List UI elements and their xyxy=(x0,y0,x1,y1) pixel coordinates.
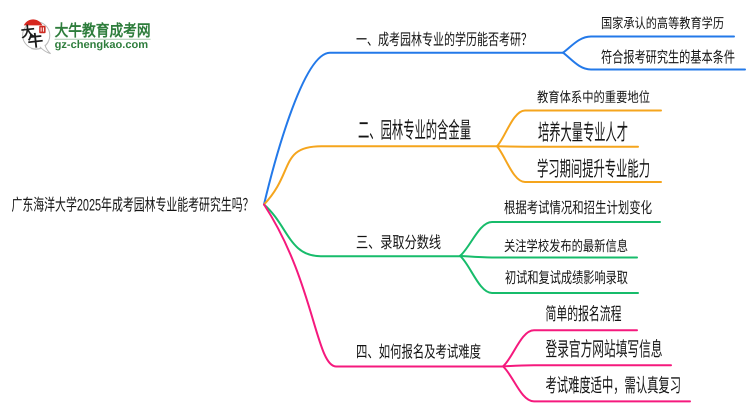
branch-3-link xyxy=(263,203,461,258)
branch-3-child-3-label[interactable]: 初试和复试成绩影响录取 xyxy=(505,269,628,287)
branch-1: 一、成考园林专业的学历能否考研？ 国家承认的高等教育学历 符合报考研究生的基本条… xyxy=(263,16,746,206)
branch-4-child-1-label[interactable]: 简单的报名流程 xyxy=(546,304,622,324)
branch-1-link xyxy=(263,51,564,206)
branch-1-child-1-label[interactable]: 国家承认的高等教育学历 xyxy=(601,16,724,31)
branch-2-title[interactable]: 二、园林专业的含金量 xyxy=(358,118,471,143)
branch-2-child-2-label[interactable]: 培养大量专业人才 xyxy=(538,120,628,145)
branch-4-child-3-link xyxy=(502,365,691,403)
branch-2-link xyxy=(263,145,498,206)
site-logo[interactable]: 大 牛 大牛教育成考网 gz-chengkao.com xyxy=(20,19,151,55)
branch-4-child-2-label[interactable]: 登录官方网站填写信息 xyxy=(546,339,663,361)
logo-site-name[interactable]: 大牛教育成考网 xyxy=(55,22,151,40)
branch-2-child-3-link xyxy=(496,145,662,183)
logo-site-domain[interactable]: gz-chengkao.com xyxy=(55,39,149,51)
branch-3-child-2-link xyxy=(459,254,638,259)
branch-2: 二、园林专业的含金量 教育体系中的重要地位 培养大量专业人才 学习期间提升专业能… xyxy=(263,89,662,206)
logo-mark-top: 大 xyxy=(20,23,36,40)
branch-2-child-3-label[interactable]: 学习期间提升专业能力 xyxy=(537,158,650,181)
logo-bubble-tail xyxy=(39,44,51,55)
branch-4-child-3-label[interactable]: 考试难度适中，需认真复习 xyxy=(546,375,682,397)
branch-4: 四、如何报名及考试难度 简单的报名流程 登录官方网站填写信息 考试难度适中，需认… xyxy=(263,203,691,403)
root-topic[interactable]: 广东海洋大学2025年成考园林专业能考研究生吗？ xyxy=(12,196,254,215)
logo-seal-mark-left xyxy=(40,27,42,32)
branch-2-child-1-link xyxy=(496,109,662,148)
branch-3-child-1-link xyxy=(459,221,661,257)
branch-4-child-2-link xyxy=(502,364,672,368)
branch-1-title[interactable]: 一、成考园林专业的学历能否考研？ xyxy=(356,31,532,49)
branch-3: 三、录取分数线 根据考试情况和招生计划变化 关注学校发布的最新信息 初试和复试成… xyxy=(263,199,661,294)
branch-3-title[interactable]: 三、录取分数线 xyxy=(356,234,441,252)
branch-1-child-1-link xyxy=(562,35,735,54)
branch-2-child-1-label[interactable]: 教育体系中的重要地位 xyxy=(537,89,650,105)
branch-4-title[interactable]: 四、如何报名及考试难度 xyxy=(356,343,481,362)
branch-4-link xyxy=(263,203,504,368)
branch-3-child-2-label[interactable]: 关注学校发布的最新信息 xyxy=(504,238,628,255)
logo-mark-bottom: 牛 xyxy=(27,31,45,51)
branch-1-child-2-link xyxy=(562,51,746,71)
logo-red-dome xyxy=(23,19,43,26)
branch-1-child-2-label[interactable]: 符合报考研究生的基本条件 xyxy=(601,49,735,67)
branch-4-child-1-link xyxy=(502,329,638,368)
logo-seal-mark-right xyxy=(42,27,44,32)
logo-seal xyxy=(39,25,46,34)
branch-3-child-1-label[interactable]: 根据考试情况和招生计划变化 xyxy=(504,199,652,217)
branch-3-child-3-link xyxy=(459,254,639,294)
